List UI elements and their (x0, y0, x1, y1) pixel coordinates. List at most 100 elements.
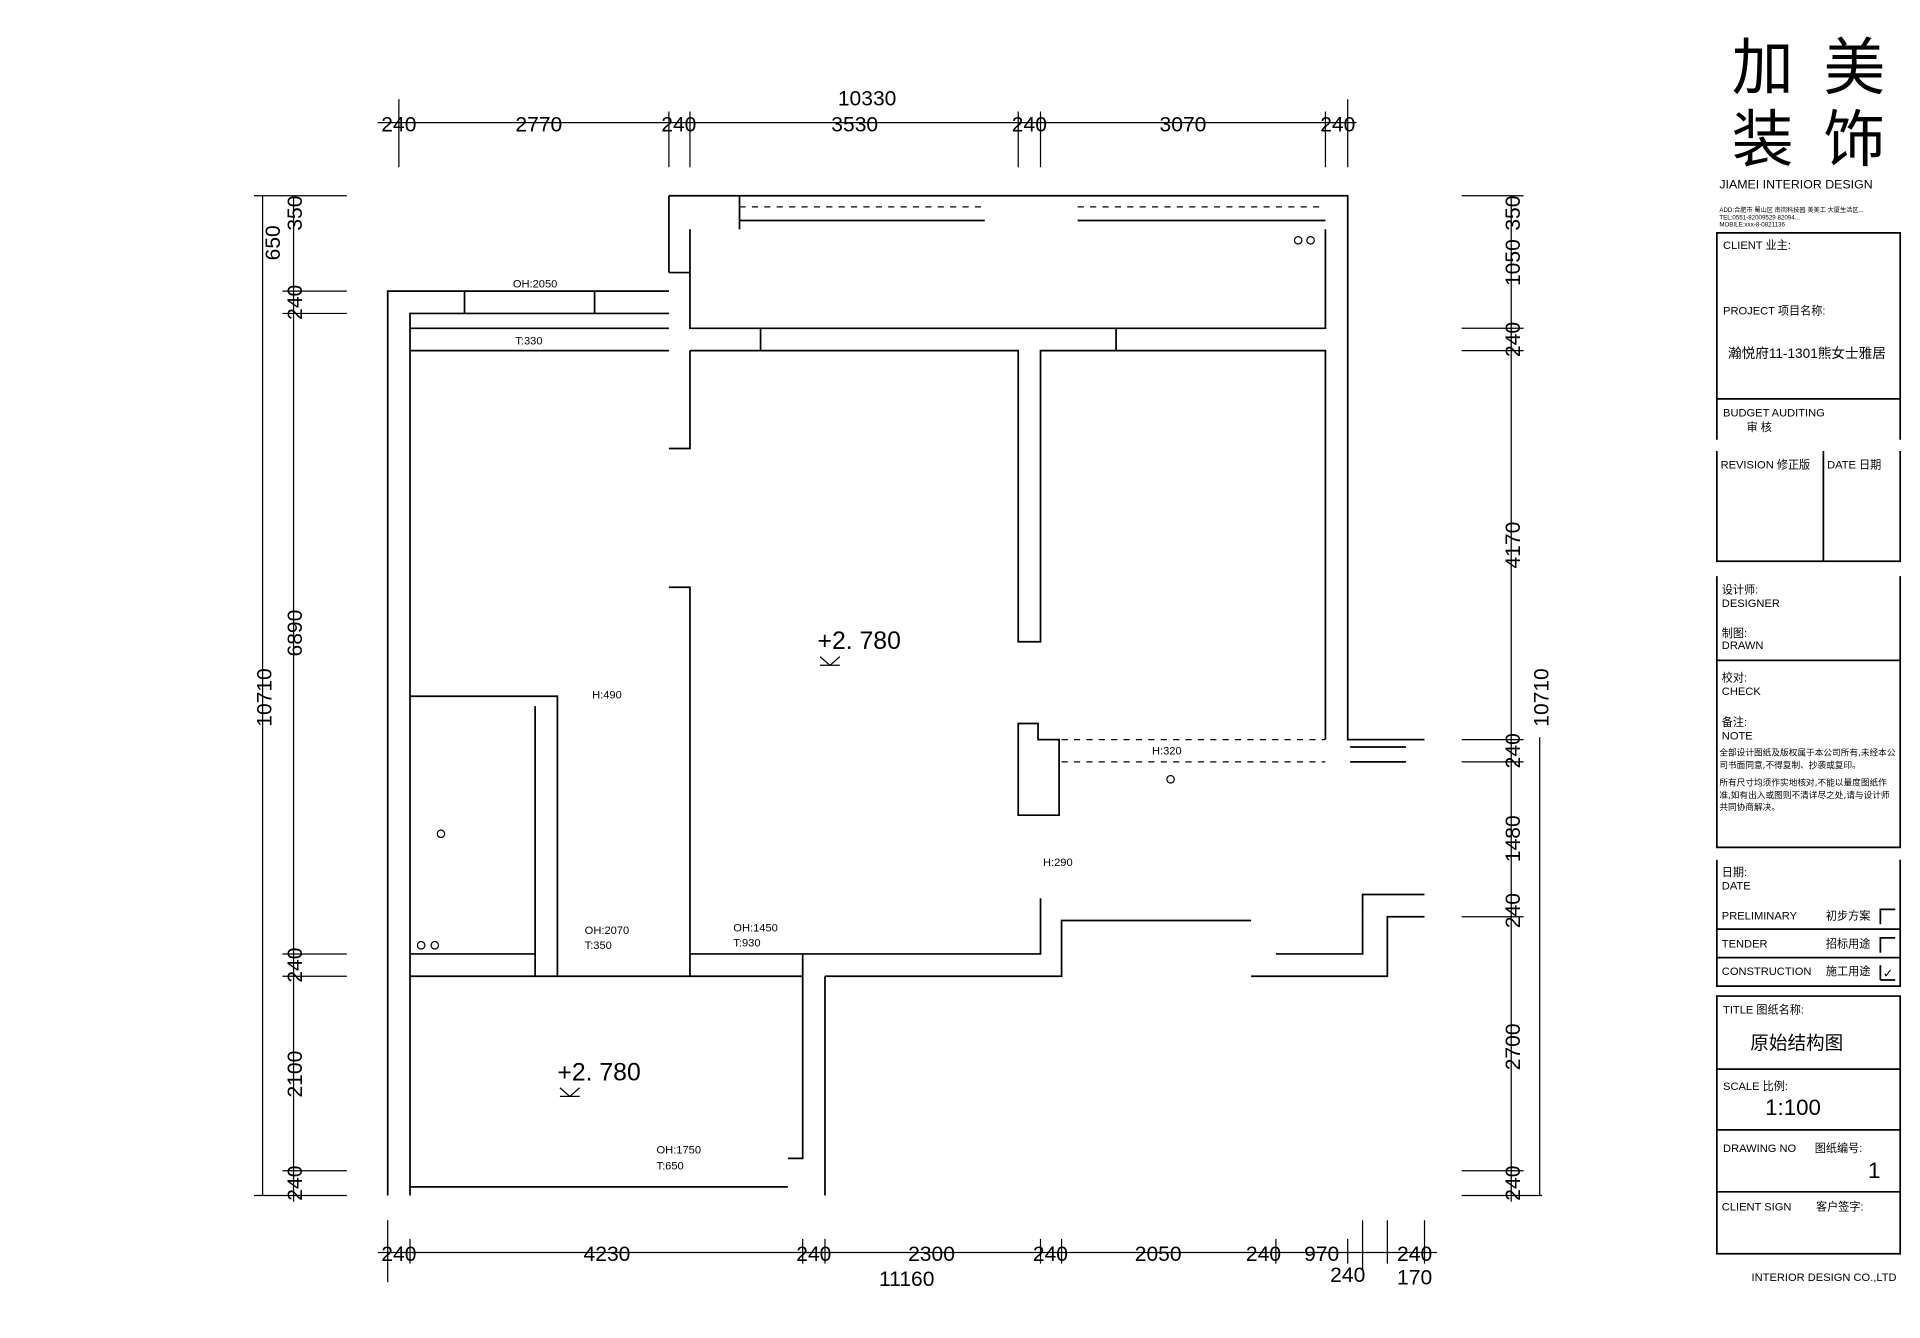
dim-right: 2700 (1502, 1023, 1525, 1070)
scale-label: SCALE 比例: (1723, 1079, 1788, 1093)
title-label: TITLE 图纸名称: (1723, 1002, 1804, 1016)
dim-left: 350 (284, 196, 307, 231)
logo-char: 饰 (1823, 106, 1885, 175)
project-name: 瀚悦府11-1301熊女士雅居 (1728, 345, 1886, 361)
stage-label-cn: 招标用途 (1826, 937, 1871, 951)
stage-checkbox[interactable] (1879, 936, 1896, 953)
wall-label: T:930 (733, 938, 760, 950)
check-label-en: CHECK (1722, 686, 1762, 698)
dim-top: 240 (381, 113, 416, 136)
date-label: DATE 日期 (1827, 458, 1881, 471)
dim-bottom: 240 (1246, 1243, 1281, 1266)
wall-label: T:350 (585, 940, 612, 952)
dim-top: 240 (661, 113, 696, 136)
company-footer: INTERIOR DESIGN CO.,LTD (1752, 1272, 1897, 1284)
stage-label: CONSTRUCTION (1722, 966, 1812, 978)
dim-top: 240 (1320, 113, 1355, 136)
drawn-label-en: DRAWN (1722, 640, 1764, 652)
note-label: 备注: (1722, 715, 1747, 729)
window-label: OH:1450 (733, 923, 778, 935)
dim-bottom: 240 (1397, 1243, 1432, 1266)
stage-label-cn: 初步方案 (1826, 908, 1871, 922)
wall-label: T:330 (515, 335, 542, 347)
title-block: 加 美 装 饰 JIAMEI INTERIOR DESIGN ADD:合肥市 蜀… (1715, 34, 1902, 1284)
drawing-no-label-cn: 图纸编号: (1815, 1141, 1863, 1155)
window-label: OH:1750 (657, 1144, 702, 1156)
dim-top: 3070 (1160, 113, 1207, 136)
drawing-no-label: DRAWING NO (1723, 1143, 1796, 1155)
dim-top: 2770 (515, 113, 562, 136)
company-address: TEL:0551-82009529 82094... (1719, 214, 1800, 221)
dim-right-total: 10710 (1530, 668, 1553, 727)
dim-top: 3530 (831, 113, 878, 136)
stage-label: PRELIMINARY (1722, 910, 1798, 922)
stage-checkbox[interactable] (1879, 908, 1896, 925)
dim-left-outer: 650 (262, 225, 285, 260)
drawn-label: 制图: (1722, 627, 1747, 640)
dim-right: 240 (1502, 733, 1525, 768)
dim-right: 240 (1502, 893, 1525, 928)
dim-bottom: 2050 (1135, 1243, 1182, 1266)
beam-label: H:320 (1152, 745, 1182, 757)
dim-bottom: 240 (796, 1243, 831, 1266)
dim-bottom: 4230 (584, 1243, 631, 1266)
designer-label: 设计师: (1722, 583, 1758, 596)
dim-bottom: 2300 (908, 1243, 955, 1266)
dim-right: 1480 (1502, 815, 1525, 862)
dim-left: 240 (284, 948, 307, 983)
client-sign-label-cn: 客户签字: (1816, 1199, 1864, 1213)
dim-left: 240 (284, 1166, 307, 1201)
dimension-labels: 10330 240 2770 240 3530 240 3070 240 240… (253, 87, 1553, 1291)
dim-bottom-total: 11160 (879, 1268, 934, 1291)
dim-top: 240 (1012, 113, 1047, 136)
dim-right: 4170 (1502, 522, 1525, 569)
stage-label: TENDER (1722, 939, 1768, 951)
budget-label: BUDGET AUDITING (1723, 407, 1825, 419)
elevation-mark: +2. 780 (818, 628, 901, 655)
beam-label: H:490 (592, 690, 622, 702)
dim-bottom: 240 (381, 1243, 416, 1266)
dim-right: 240 (1502, 322, 1525, 357)
dim-right: 1050 (1502, 239, 1525, 286)
dim-left: 2100 (284, 1051, 307, 1098)
note-text: 所有尺寸均须作实地核对,不能以量度图纸作准,如有出入或图则不清详尽之处,请与设计… (1719, 778, 1890, 813)
logo-char: 加 (1732, 34, 1794, 103)
drawing-no-value: 1 (1868, 1158, 1880, 1183)
project-label: PROJECT 项目名称: (1723, 304, 1825, 318)
dim-bottom: 970 (1304, 1243, 1339, 1266)
revision-label: REVISION 修正版 (1721, 457, 1811, 471)
wall-label: T:650 (657, 1161, 684, 1173)
dim-left-total: 10710 (253, 668, 276, 727)
window-label: OH:2070 (585, 925, 630, 937)
dim-right: 350 (1502, 196, 1525, 231)
designer-label-en: DESIGNER (1722, 598, 1780, 610)
dim-bottom: 240 (1033, 1243, 1068, 1266)
check-label: 校对: (1722, 670, 1747, 684)
checkmark-icon: ✓ (1883, 966, 1893, 980)
client-sign-label: CLIENT SIGN (1722, 1201, 1792, 1213)
dim-bottom: 240 (1330, 1264, 1365, 1287)
dim-top-total: 10330 (838, 87, 897, 110)
walls (386, 194, 1425, 1196)
stage-checkbox[interactable] (1879, 965, 1896, 981)
scale-value: 1:100 (1765, 1095, 1821, 1120)
note-label-en: NOTE (1722, 731, 1753, 743)
elevation-mark: +2. 780 (557, 1059, 640, 1086)
note-text: 全部设计图纸及版权属于本公司所有,未经本公司书面同意,不得复制、抄袭或复印。 (1719, 748, 1896, 771)
dim-left: 6890 (284, 610, 307, 657)
company-address: MOBILE:xxx-8-0821136 (1719, 222, 1785, 229)
logo-char: 美 (1823, 34, 1885, 103)
dim-right: 240 (1502, 1166, 1525, 1201)
beam-label: H:290 (1043, 857, 1073, 869)
window-label: OH:2050 (513, 278, 558, 290)
budget-label-cn: 审 核 (1747, 420, 1772, 434)
annotations: +2. 780 +2. 780 OH:2050 T:330 H:490 H:32… (513, 278, 1182, 1172)
date2-label: 日期: (1722, 866, 1747, 879)
company-name-en: JIAMEI INTERIOR DESIGN (1719, 177, 1872, 191)
client-label: CLIENT 业主: (1723, 239, 1791, 252)
stage-label-cn: 施工用途 (1826, 964, 1871, 978)
drawing-title: 原始结构图 (1750, 1032, 1843, 1053)
dim-bottom: 170 (1397, 1267, 1432, 1290)
dim-left: 240 (284, 285, 307, 320)
